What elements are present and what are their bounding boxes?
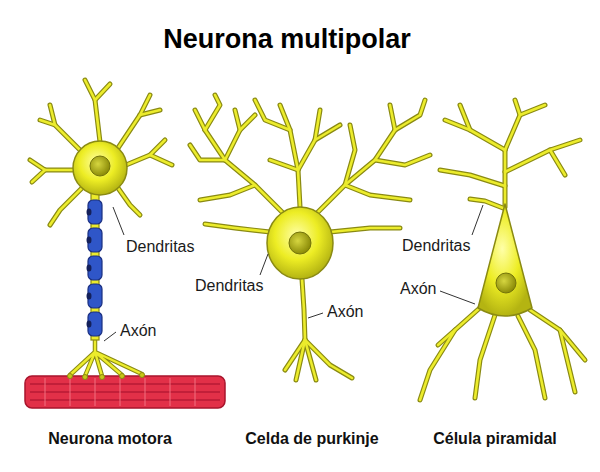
leader-lines: [104, 205, 483, 341]
nucleus: [289, 232, 311, 254]
part-label: Dendritas: [400, 237, 472, 255]
cell-body: [478, 204, 532, 316]
part-label: Axón: [325, 303, 365, 321]
part-label: Axón: [398, 280, 438, 298]
leader-line: [308, 313, 323, 318]
leader-line: [440, 291, 475, 304]
figure-caption: Celda de purkinje: [245, 430, 378, 448]
leader-line: [113, 207, 124, 235]
dendrite: [30, 80, 172, 225]
dendrite-outline: [190, 95, 430, 380]
figure-caption: Célula piramidal: [433, 430, 557, 448]
dendrite-outline: [30, 80, 172, 225]
synaptic-end: [68, 373, 145, 380]
cell-body: [73, 141, 127, 195]
nucleus: [496, 273, 516, 293]
figure-caption: Neurona motora: [48, 430, 172, 448]
motor-neuron: [30, 80, 172, 380]
leader-line: [104, 332, 116, 341]
muscle-fiber: [25, 376, 225, 408]
purkinje-cell: [190, 95, 430, 380]
leader-line: [472, 205, 483, 235]
part-label: Dendritas: [124, 238, 196, 256]
diagram-title: Neurona multipolar: [163, 24, 411, 55]
cell-body: [267, 207, 333, 279]
axon-terminal: [70, 338, 142, 376]
part-label: Dendritas: [193, 277, 265, 295]
ranvier-node: [87, 209, 92, 328]
part-label: Axón: [118, 322, 158, 340]
leader-line: [260, 254, 268, 275]
nucleus: [90, 156, 110, 176]
axon-terminal-outline: [70, 338, 142, 376]
dendrite: [190, 95, 430, 380]
